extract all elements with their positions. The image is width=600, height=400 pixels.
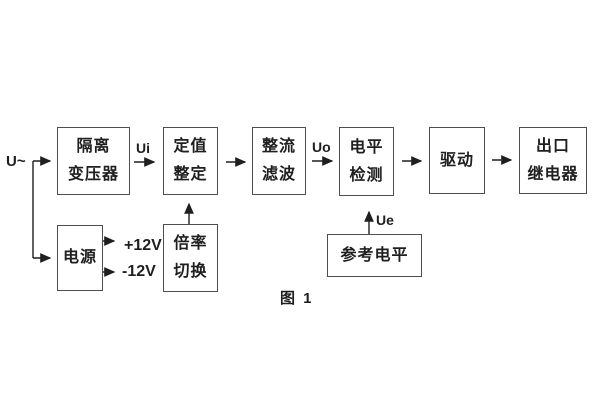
block-output-relay-line2: 继电器 xyxy=(527,165,579,183)
block-output-relay-line1: 出口 xyxy=(535,137,570,155)
label-minus-12v: -12V xyxy=(122,263,156,280)
block-level-detection-line1: 电平 xyxy=(349,138,384,156)
label-input-u: U~ xyxy=(6,153,26,170)
block-reference-level: 参考电平 xyxy=(327,234,422,277)
label-ue: Ue xyxy=(376,212,394,228)
block-setting-adjust-line1: 定值 xyxy=(173,138,208,155)
block-driver-line1: 驱动 xyxy=(439,151,474,169)
block-output-relay: 出口 继电器 xyxy=(519,127,587,194)
label-plus-12v: +12V xyxy=(124,237,162,254)
block-level-detection-line2: 检测 xyxy=(349,166,384,184)
block-power-supply: 电源 xyxy=(57,225,103,291)
block-setting-adjust-line2: 整定 xyxy=(173,166,208,183)
block-rectifier-filter-line1: 整流 xyxy=(261,138,296,155)
block-reference-level-line1: 参考电平 xyxy=(340,246,409,264)
block-level-detection: 电平 检测 xyxy=(339,127,394,196)
block-rectifier-filter: 整流 滤波 xyxy=(252,127,306,195)
block-power-supply-line1: 电源 xyxy=(62,249,97,266)
block-ratio-switch-line2: 切换 xyxy=(173,263,208,280)
block-isolation-transformer: 隔离 变压器 xyxy=(57,127,130,195)
block-ratio-switch-line1: 倍率 xyxy=(173,235,208,252)
block-isolation-transformer-line2: 变压器 xyxy=(67,166,119,183)
label-ui: Ui xyxy=(136,140,150,156)
figure-caption: 图 1 xyxy=(280,290,314,307)
block-driver: 驱动 xyxy=(429,127,485,194)
block-isolation-transformer-line1: 隔离 xyxy=(76,138,111,155)
block-setting-adjust: 定值 整定 xyxy=(163,127,218,195)
label-uo: Uo xyxy=(312,139,331,155)
block-rectifier-filter-line2: 滤波 xyxy=(261,166,296,183)
block-ratio-switch: 倍率 切换 xyxy=(163,224,218,292)
